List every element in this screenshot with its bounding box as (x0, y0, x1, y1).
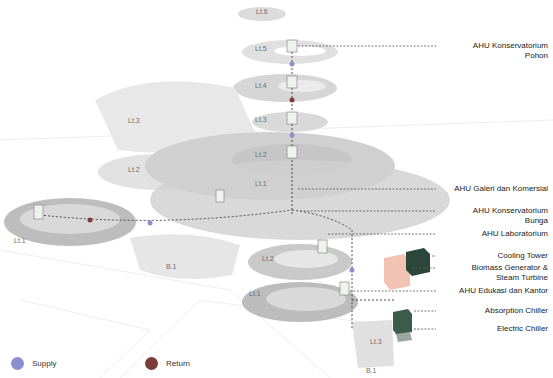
site-plan (0, 120, 553, 378)
electric-chiller (396, 332, 412, 342)
floor-void (278, 80, 326, 92)
floor-void (274, 46, 326, 56)
level-label: Lt.1 (255, 179, 267, 189)
leader-line (432, 256, 436, 257)
legend-swatch (145, 357, 158, 370)
equipment-label: AHU Galeri dan Komersial (453, 184, 549, 194)
equipment-label: Biomass Generator & Steam Turbine (457, 263, 549, 283)
legend-item: Return (145, 357, 190, 370)
ahu-unit (287, 40, 297, 52)
equipment-label: AHU Laboratorium (481, 229, 549, 239)
leader-line (350, 291, 436, 292)
ahu-unit (287, 112, 297, 124)
level-label: Lt.3 (255, 115, 267, 125)
supply-dot (148, 221, 153, 226)
level-label: Lt.2 (255, 150, 267, 160)
floor-plate (233, 74, 337, 102)
equipment-label: AHU Konservatorium Pohon (457, 41, 549, 61)
level-label: Lt.1 (14, 236, 26, 246)
level-label: Lt.5 (255, 44, 267, 54)
leader-line (414, 311, 436, 312)
floor-plate (242, 282, 358, 322)
floor-plate (130, 234, 240, 279)
equipment-label: AHU Edukasi dan Kantor (458, 286, 549, 296)
floor-plate (352, 320, 394, 368)
leader-line (414, 329, 436, 330)
supply-dot (290, 62, 295, 67)
floor-plate (150, 160, 450, 240)
floor-void (274, 250, 338, 268)
ahu-unit (318, 240, 327, 253)
ahu-unit (287, 76, 297, 88)
return-dot (290, 98, 295, 103)
ahu-unit (340, 282, 349, 295)
duct-line (40, 210, 292, 220)
equipment-label: Absorption Chiller (484, 306, 549, 316)
legend-item: Supply (11, 357, 56, 370)
site-line (20, 300, 150, 378)
ahu-unit (216, 190, 224, 202)
leader-line (300, 211, 436, 212)
level-label: B.1 (166, 262, 177, 272)
supply-dot (290, 133, 295, 138)
floor-plate (266, 287, 346, 311)
floor-plate (4, 198, 136, 246)
leader-line (328, 234, 436, 235)
legend-swatch (11, 357, 24, 370)
level-label: B.1 (366, 366, 377, 376)
level-label: Lt.3 (128, 116, 140, 126)
duct-line (292, 210, 352, 330)
cooling-tower (406, 248, 430, 276)
leader-lines (298, 46, 438, 329)
level-label: Lt.6 (256, 7, 268, 17)
leader-line (412, 268, 436, 269)
duct-lines (40, 40, 395, 330)
equipment-label: Cooling Tower (496, 251, 549, 261)
ahu-unit (287, 146, 297, 158)
floor-plate (20, 204, 120, 234)
leader-line (298, 189, 436, 190)
level-label: Lt.4 (255, 81, 267, 91)
absorption-chiller (393, 309, 412, 335)
floor-plate (242, 40, 338, 64)
equipment-label: Electric Chiller (496, 324, 549, 334)
level-label: Lt.3 (370, 337, 382, 347)
equipment-label: AHU Konservatorium Bunga (457, 206, 549, 226)
flow-arrows (88, 62, 355, 273)
leader-line (298, 46, 438, 47)
floor-plate (248, 244, 352, 280)
legend-text: Supply (32, 359, 56, 368)
level-label: Lt.1 (249, 289, 261, 299)
ahu-units (34, 40, 349, 295)
floor-plate (252, 112, 328, 132)
supply-dot (350, 268, 355, 273)
ahu-unit (34, 205, 43, 219)
level-label: Lt.2 (262, 254, 274, 264)
duct-line (352, 300, 395, 301)
legend-text: Return (166, 359, 190, 368)
floor-plate (238, 7, 286, 21)
level-label: Lt.2 (128, 165, 140, 175)
return-dot (88, 218, 93, 223)
